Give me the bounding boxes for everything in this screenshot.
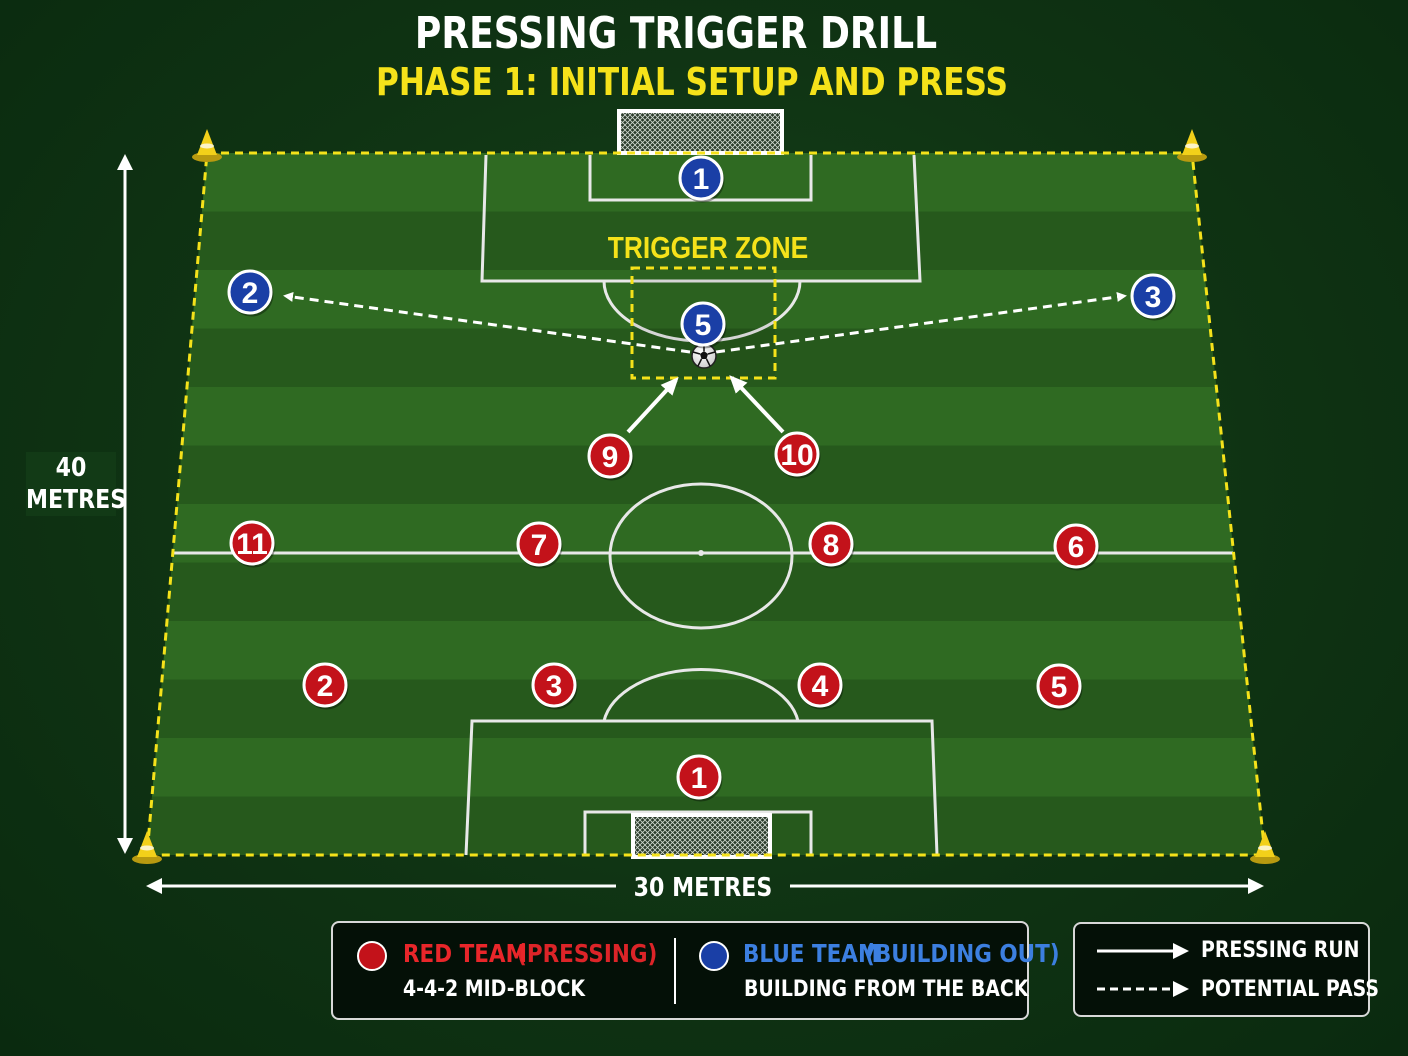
- red-player-8: 8: [808, 521, 855, 569]
- red-team-name: RED TEAM: [403, 939, 527, 968]
- blue-player-5-number: 5: [695, 309, 712, 342]
- red-player-11: 11: [229, 520, 276, 568]
- top-goal: [617, 109, 784, 155]
- bottom-goal: [631, 813, 772, 859]
- cone-icon: [192, 129, 222, 162]
- pressing-run-10: [729, 375, 785, 434]
- centre-spot: [698, 550, 704, 556]
- blue-team-desc: BUILDING FROM THE BACK: [744, 977, 1029, 1002]
- red-player-3-number: 3: [546, 670, 563, 703]
- team-legend: RED TEAM (PRESSING) 4-4-2 MID-BLOCK BLUE…: [331, 921, 1060, 1020]
- ball-icon: [691, 343, 717, 369]
- bottom-penalty-arc: [602, 668, 800, 722]
- blue-player-3-number: 3: [1145, 281, 1162, 314]
- blue-player-2: 2: [227, 269, 274, 317]
- red-player-1-number: 1: [691, 762, 708, 795]
- arrow-legend: PRESSING RUN POTENTIAL PASS: [1073, 922, 1379, 1017]
- red-player-4: 4: [797, 662, 844, 710]
- blue-team-role: (BUILDING OUT): [865, 939, 1060, 968]
- width-label: 30 METRES: [633, 873, 773, 903]
- red-player-2: 2: [302, 662, 349, 710]
- red-team-shape: 4-4-2 MID-BLOCK: [403, 977, 585, 1002]
- blue-team-dot: [699, 941, 729, 971]
- blue-team-name: BLUE TEAM: [743, 939, 880, 968]
- potential-passes: [283, 291, 1127, 354]
- red-player-7-number: 7: [531, 529, 548, 562]
- drill-boundary: [145, 151, 1267, 857]
- potential-pass-right: [715, 291, 1127, 354]
- centre-circle: [608, 482, 794, 630]
- red-team-dot: [357, 941, 387, 971]
- potential-pass-label: POTENTIAL PASS: [1201, 977, 1380, 1002]
- red-player-9: 9: [587, 433, 634, 481]
- red-player-4-number: 4: [812, 670, 829, 703]
- height-dimension: [117, 154, 133, 854]
- red-team-players: 1 2 3 4 5 11 7 8 6 9 10: [229, 431, 1100, 802]
- width-dimension: [146, 878, 1264, 894]
- red-player-1: 1: [676, 754, 723, 802]
- red-player-5-number: 5: [1051, 671, 1068, 704]
- bottom-six-yard-box: [583, 810, 813, 855]
- cone-icon: [132, 831, 162, 864]
- red-player-6-number: 6: [1068, 531, 1085, 564]
- red-team-role: (PRESSING): [517, 939, 658, 968]
- red-player-3: 3: [531, 662, 578, 710]
- cones: [132, 129, 1280, 864]
- blue-player-2-number: 2: [242, 277, 259, 310]
- potential-pass-left: [283, 292, 691, 354]
- drill-title: PRESSING TRIGGER DRILL: [414, 8, 938, 59]
- blue-player-3: 3: [1130, 273, 1177, 321]
- legend-divider: [674, 938, 676, 1004]
- red-player-6: 6: [1053, 523, 1100, 571]
- phase-subtitle: PHASE 1: INITIAL SETUP AND PRESS: [375, 60, 1009, 104]
- red-player-10: 10: [774, 431, 821, 479]
- height-unit: METRES: [25, 485, 127, 515]
- legend-arrow-icons: [1097, 943, 1189, 997]
- bottom-penalty-area: [464, 719, 939, 856]
- red-player-7: 7: [516, 521, 563, 569]
- red-player-5: 5: [1036, 663, 1083, 711]
- cone-icon: [1250, 831, 1280, 864]
- red-player-10-number: 10: [780, 439, 813, 472]
- blue-player-5: 5: [680, 301, 727, 349]
- pressing-run-label: PRESSING RUN: [1201, 938, 1360, 963]
- red-player-2-number: 2: [317, 670, 334, 703]
- blue-player-1-number: 1: [693, 163, 710, 196]
- pressing-run-9: [626, 377, 679, 434]
- top-penalty-area: [480, 154, 922, 283]
- blue-player-1: 1: [678, 155, 725, 203]
- red-player-8-number: 8: [823, 529, 840, 562]
- blue-team-players: 1 2 3 5: [227, 155, 1177, 349]
- pressing-runs: [626, 375, 785, 434]
- red-player-9-number: 9: [602, 441, 619, 474]
- height-label: 40 METRES: [25, 452, 127, 516]
- red-player-11-number: 11: [236, 528, 268, 561]
- height-value: 40: [55, 453, 87, 483]
- trigger-zone-label: TRIGGER ZONE: [608, 231, 808, 265]
- cone-icon: [1177, 129, 1207, 162]
- pitch-surface: [147, 153, 1265, 855]
